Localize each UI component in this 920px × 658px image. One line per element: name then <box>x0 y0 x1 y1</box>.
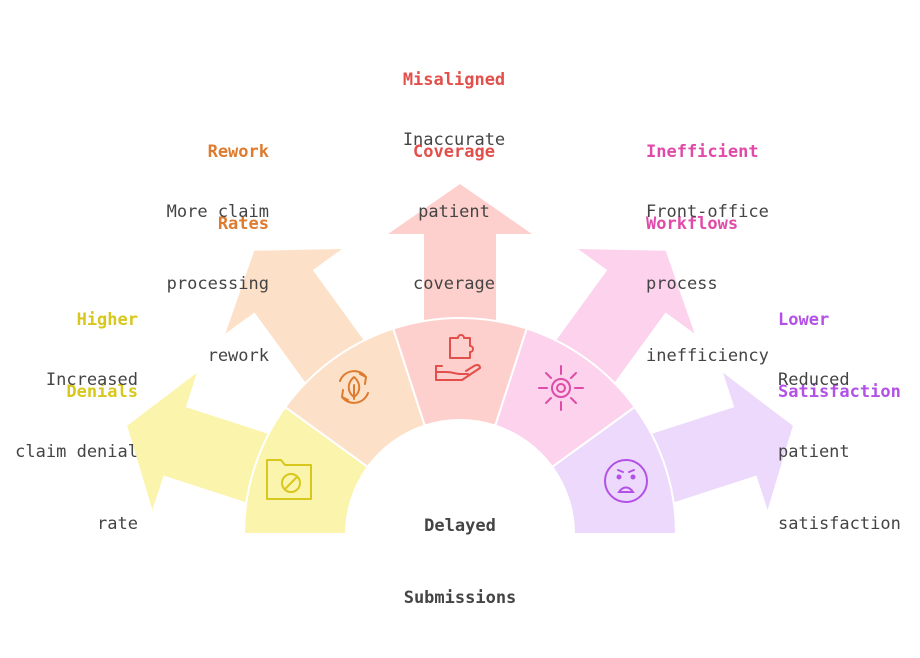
title-line2: Rates <box>217 214 269 234</box>
desc-line2: process <box>646 274 718 294</box>
desc-line1: Front-office <box>646 202 769 222</box>
sun-gear-icon <box>538 365 584 411</box>
desc-line2: claim denial <box>15 442 138 462</box>
title-line1: Misaligned <box>402 70 506 90</box>
desc-line1: More claim <box>166 202 269 222</box>
desc-line3: satisfaction <box>778 514 901 534</box>
desc-line3: coverage <box>413 274 495 294</box>
desc-line1: Increased <box>45 370 138 390</box>
title-rework-rates: Rework Rates <box>139 92 269 284</box>
center-title: Delayed Submissions <box>378 466 542 658</box>
desc-rework-rates: More claim processing rework <box>139 152 269 416</box>
title-line2: Coverage <box>413 142 495 162</box>
desc-line3: rate <box>97 514 138 534</box>
title-lower-satisfaction: Lower Satisfaction <box>778 260 918 452</box>
desc-line1: Inaccurate <box>402 130 506 150</box>
desc-line2: patient <box>418 202 490 222</box>
center-title-line2: Submissions <box>403 588 517 608</box>
title-line1: Inefficient <box>646 142 759 162</box>
sad-face-icon <box>604 459 648 503</box>
desc-line3: inefficiency <box>646 346 769 366</box>
diagram: Delayed Submissions Higher Denials Incre… <box>8 20 918 608</box>
title-misaligned-coverage: Misaligned Coverage <box>374 20 534 212</box>
desc-lower-satisfaction: Reduced patient satisfaction <box>778 320 918 584</box>
desc-line3: rework <box>207 346 269 366</box>
puzzle-hand-icon <box>435 334 481 381</box>
desc-inefficient-workflows: Front-office process inefficiency <box>646 152 786 416</box>
desc-misaligned-coverage: Inaccurate patient coverage <box>374 80 534 344</box>
desc-higher-denials: Increased claim denial rate <box>8 320 138 584</box>
desc-line1: Reduced <box>778 370 850 390</box>
title-line1: Lower <box>778 310 830 330</box>
segment-lower-satisfaction <box>550 405 678 535</box>
desc-line2: patient <box>778 442 850 462</box>
diagram-graphic <box>127 184 793 535</box>
title-line1: Higher <box>76 310 138 330</box>
title-inefficient-workflows: Inefficient Workflows <box>646 92 786 284</box>
title-line1: Rework <box>207 142 269 162</box>
desc-line2: processing <box>166 274 269 294</box>
eco-cycle-icon <box>339 370 369 404</box>
center-title-line1: Delayed <box>424 516 496 536</box>
title-line2: Workflows <box>646 214 739 234</box>
title-line2: Satisfaction <box>778 382 901 402</box>
title-higher-denials: Higher Denials <box>8 260 138 452</box>
title-line2: Denials <box>66 382 138 402</box>
folder-blocked-icon <box>266 459 312 500</box>
